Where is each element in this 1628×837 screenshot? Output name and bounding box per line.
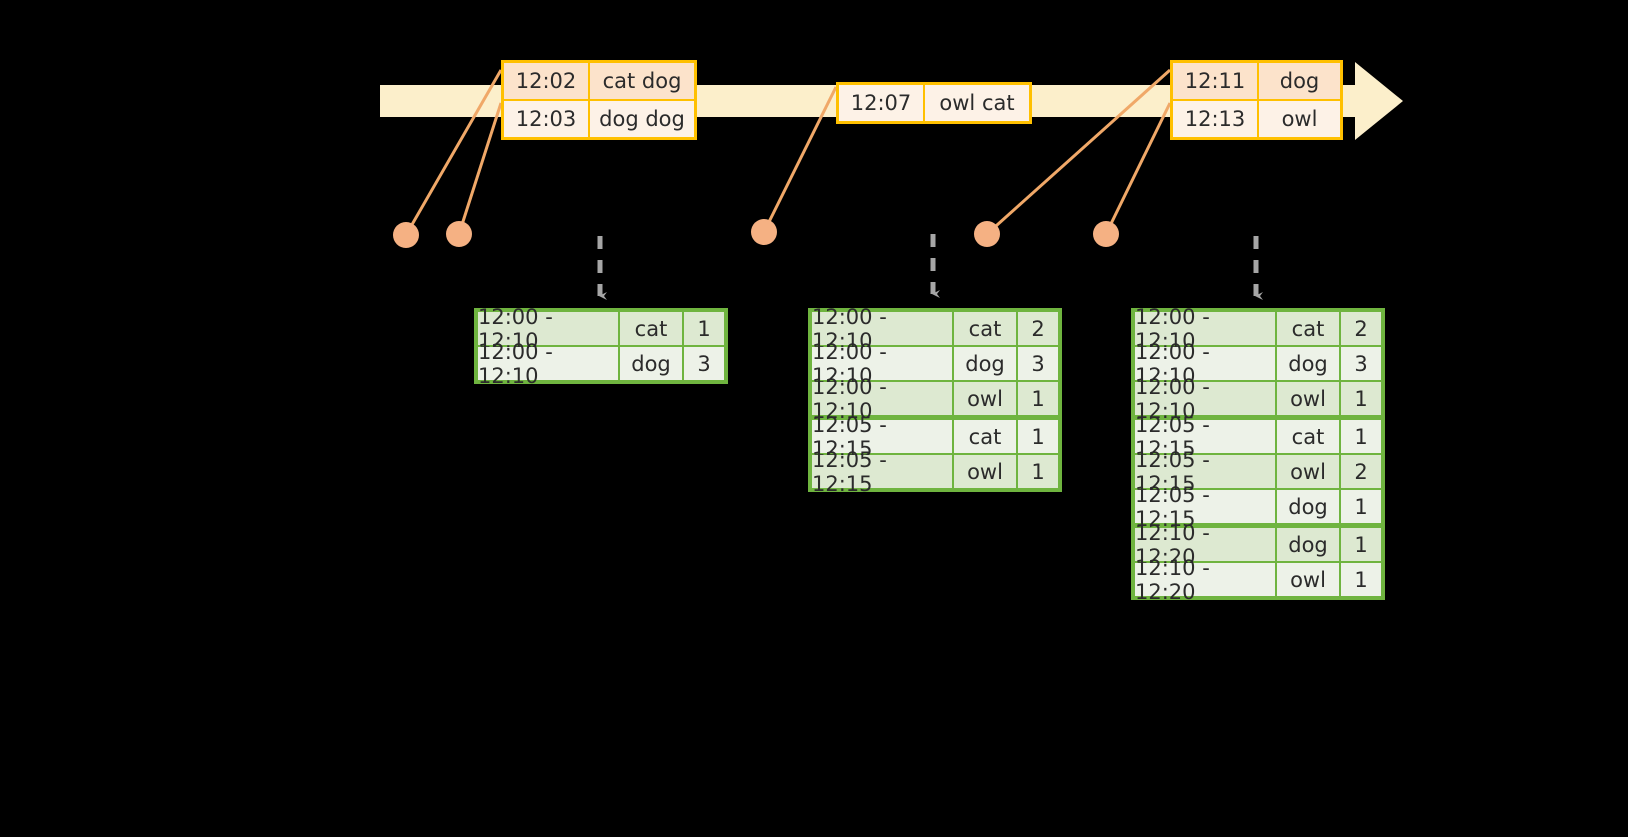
window-cell: 12:10 - 12:20	[1135, 521, 1275, 569]
event-value: dog	[1279, 69, 1320, 93]
table-row: 12:00 - 12:10 dog 3	[812, 340, 1058, 388]
key-cell: cat	[620, 312, 682, 345]
window-cell: 12:05 - 12:15	[812, 448, 952, 496]
key-cell: cat	[954, 312, 1016, 345]
table-row: 12:05 - 12:15 dog 1	[1135, 483, 1381, 531]
table-row: 12:00 - 12:10 cat 2	[812, 305, 1058, 353]
key-cell: owl	[954, 382, 1016, 415]
count-cell: 1	[1018, 455, 1058, 488]
event-group-2: 12:07 owl cat	[836, 82, 1032, 124]
event-row: 12:02 cat dog	[504, 63, 694, 99]
window-cell: 12:00 - 12:10	[812, 305, 952, 353]
count-cell: 1	[1018, 420, 1058, 453]
result-table-3: 12:00 - 12:10 cat 2 12:00 - 12:10 dog 3 …	[1131, 305, 1385, 604]
event-row: 12:03 dog dog	[504, 99, 694, 137]
event-group-3: 12:11 dog 12:13 owl	[1170, 60, 1343, 140]
event-row: 12:13 owl	[1173, 99, 1340, 137]
window-cell: 12:00 - 12:10	[1135, 340, 1275, 388]
table-row: 12:00 - 12:10 owl 1	[812, 375, 1058, 423]
count-cell: 1	[1341, 490, 1381, 523]
window-cell: 12:00 - 12:10	[478, 340, 618, 388]
connector-line-5	[1104, 102, 1172, 235]
key-cell: dog	[954, 347, 1016, 380]
table-row: 12:10 - 12:20 owl 1	[1135, 556, 1381, 604]
event-value: dog dog	[599, 107, 685, 131]
key-cell: cat	[1277, 420, 1339, 453]
connector-line-1	[404, 69, 503, 236]
result-table-1: 12:00 - 12:10 cat 1 12:00 - 12:10 dog 3	[474, 305, 728, 388]
key-cell: owl	[1277, 563, 1339, 596]
key-cell: cat	[954, 420, 1016, 453]
count-cell: 3	[1341, 347, 1381, 380]
event-row: 12:07 owl cat	[839, 85, 1029, 121]
count-cell: 1	[1341, 382, 1381, 415]
result-table-2: 12:00 - 12:10 cat 2 12:00 - 12:10 dog 3 …	[808, 305, 1062, 496]
event-marker-3	[751, 219, 777, 245]
window-cell: 12:10 - 12:20	[1135, 556, 1275, 604]
event-time: 12:13	[1173, 101, 1259, 137]
count-cell: 1	[1341, 563, 1381, 596]
event-row: 12:11 dog	[1173, 63, 1340, 99]
window-cell: 12:00 - 12:10	[812, 340, 952, 388]
key-cell: dog	[1277, 347, 1339, 380]
count-cell: 1	[1341, 420, 1381, 453]
key-cell: owl	[954, 455, 1016, 488]
window-cell: 12:00 - 12:10	[812, 375, 952, 423]
count-cell: 1	[1341, 528, 1381, 561]
connector-line-2	[457, 102, 503, 235]
count-cell: 2	[1341, 455, 1381, 488]
emit-arrow-group	[597, 234, 1263, 300]
count-cell: 1	[684, 312, 724, 345]
connector-line-3	[762, 86, 838, 233]
key-cell: owl	[1277, 455, 1339, 488]
table-row: 12:10 - 12:20 dog 1	[1135, 521, 1381, 569]
key-cell: dog	[620, 347, 682, 380]
event-marker-5	[1093, 221, 1119, 247]
event-dot-group	[393, 219, 1119, 248]
count-cell: 3	[1018, 347, 1058, 380]
event-group-1: 12:02 cat dog 12:03 dog dog	[501, 60, 697, 140]
event-time: 12:02	[504, 63, 590, 99]
event-marker-4	[974, 221, 1000, 247]
key-cell: cat	[1277, 312, 1339, 345]
count-cell: 2	[1341, 312, 1381, 345]
table-row: 12:00 - 12:10 dog 3	[1135, 340, 1381, 388]
event-time: 12:03	[504, 101, 590, 137]
event-value: owl cat	[939, 91, 1015, 115]
event-marker-1	[393, 222, 419, 248]
window-cell: 12:00 - 12:10	[1135, 375, 1275, 423]
count-cell: 1	[1018, 382, 1058, 415]
key-cell: dog	[1277, 490, 1339, 523]
event-marker-2	[446, 221, 472, 247]
count-cell: 2	[1018, 312, 1058, 345]
event-time: 12:07	[839, 85, 925, 121]
window-cell: 12:05 - 12:15	[1135, 483, 1275, 531]
event-value: owl	[1281, 107, 1318, 131]
key-cell: dog	[1277, 528, 1339, 561]
table-row: 12:00 - 12:10 dog 3	[478, 340, 724, 388]
table-row: 12:00 - 12:10 owl 1	[1135, 375, 1381, 423]
event-value: cat dog	[602, 69, 682, 93]
key-cell: owl	[1277, 382, 1339, 415]
table-row: 12:05 - 12:15 owl 1	[812, 448, 1058, 496]
event-time: 12:11	[1173, 63, 1259, 99]
count-cell: 3	[684, 347, 724, 380]
